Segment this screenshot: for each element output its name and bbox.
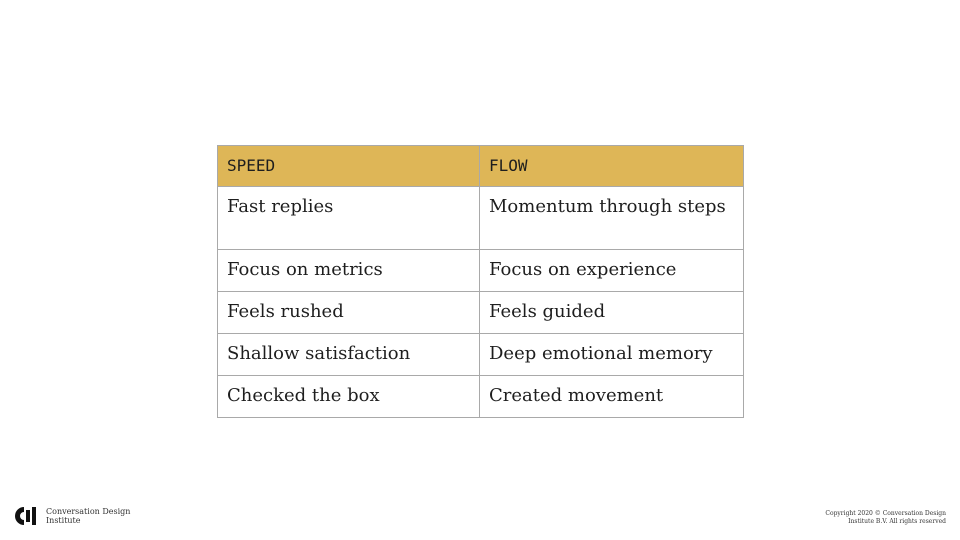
table-cell: Checked the box [217, 375, 480, 418]
logo-text-line1: Conversation Design [46, 507, 131, 516]
table-cell: Focus on metrics [217, 249, 480, 292]
table-row: Focus on metrics Focus on experience [217, 249, 744, 292]
logo-text-line2: Institute [46, 516, 81, 525]
table-cell: Created movement [479, 375, 744, 418]
table-header-row: SPEED FLOW [217, 145, 744, 187]
copyright-line2: Institute B.V. All rights reserved [848, 518, 946, 525]
table-row: Shallow satisfaction Deep emotional memo… [217, 333, 744, 376]
copyright-line1: Copyright 2020 © Conversation Design [825, 510, 946, 517]
table-cell: Deep emotional memory [479, 333, 744, 376]
header-flow: FLOW [479, 145, 744, 187]
cdi-logo-icon [15, 507, 36, 525]
table-row: Fast replies Momentum through steps [217, 186, 744, 250]
table-cell: Fast replies [217, 186, 480, 250]
table-cell: Focus on experience [479, 249, 744, 292]
table-row: Feels rushed Feels guided [217, 291, 744, 334]
table-cell: Feels guided [479, 291, 744, 334]
header-speed: SPEED [217, 145, 480, 187]
comparison-table: SPEED FLOW Fast replies Momentum through… [217, 145, 744, 418]
table-row: Checked the box Created movement [217, 375, 744, 418]
table-cell: Momentum through steps [479, 186, 744, 250]
cdi-logo: Conversation Design Institute [14, 505, 130, 527]
copyright-notice: Copyright 2020 © Conversation Design Ins… [796, 510, 946, 526]
table-cell: Shallow satisfaction [217, 333, 480, 376]
table-cell: Feels rushed [217, 291, 480, 334]
